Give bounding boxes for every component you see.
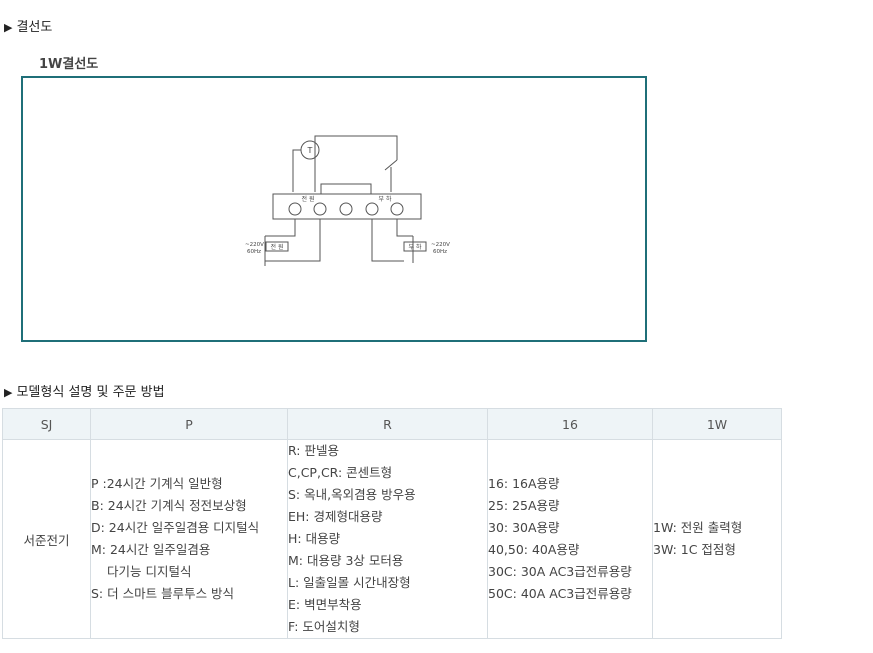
voltage-left: ~220V	[245, 242, 264, 248]
list-item: 40,50: 40A용량	[488, 542, 580, 557]
list-item: S: 옥내,옥외겸용 방우용	[288, 487, 416, 502]
voltage-right: ~220V	[431, 242, 450, 248]
cell-install-list: R: 판넬용 C,CP,CR: 콘센트형 S: 옥내,옥외겸용 방우용 EH: …	[287, 439, 488, 639]
model-spec-table: SJ P R 16 1W 서준전기 P :24시간 기계식 일반형 B: 24시…	[2, 408, 782, 639]
list-item: S: 더 스마트 블루투스 방식	[91, 586, 235, 601]
list-item: B: 24시간 기계식 정전보상형	[91, 498, 247, 513]
cell-capacity-list: 16: 16A용량 25: 25A용량 30: 30A용량 40,50: 40A…	[487, 439, 653, 639]
switch-contact	[384, 159, 398, 171]
table-row: 서준전기 P :24시간 기계식 일반형 B: 24시간 기계식 정전보상형 D…	[2, 439, 782, 639]
load-box	[403, 241, 427, 252]
wiring-diagram-svg: T 전 원 부 하 전 원 부 하 ~220V 60Hz ~220V 60Hz	[245, 135, 450, 266]
header-p: P	[90, 408, 288, 440]
section-title: 결선도	[16, 20, 53, 35]
cell-type-list: P :24시간 기계식 일반형 B: 24시간 기계식 정전보상형 D: 24시…	[90, 439, 288, 639]
list-item: 3W: 1C 접점형	[653, 542, 736, 557]
section-heading-wiring: ▶결선도	[4, 16, 52, 35]
table-header-row: SJ P R 16 1W	[2, 408, 782, 440]
timer-label: T	[307, 146, 313, 155]
power-terminal-label: 전 원	[302, 195, 315, 203]
power-box-label: 전 원	[271, 243, 284, 251]
load-box-label: 부 하	[409, 243, 422, 251]
diagram-subtitle: 1W결선도	[39, 57, 99, 72]
freq-left: 60Hz	[247, 249, 261, 255]
cell-output-list: 1W: 전원 출력형 3W: 1C 접점형	[652, 439, 782, 639]
power-box	[265, 241, 289, 252]
header-sj: SJ	[2, 408, 91, 440]
header-16: 16	[487, 408, 653, 440]
freq-right: 60Hz	[433, 249, 447, 255]
section-heading-model: ▶모델형식 설명 및 주문 방법	[4, 381, 165, 400]
list-item: C,CP,CR: 콘센트형	[288, 465, 393, 480]
list-item: M: 대용량 3상 모터용	[288, 553, 404, 568]
list-item: 25: 25A용량	[488, 498, 560, 513]
list-item: EH: 경제형대용량	[288, 509, 383, 524]
list-item: H: 대용량	[288, 531, 341, 546]
center-bridge	[320, 183, 372, 195]
list-item: D: 24시간 일주일겸용 디지털식	[91, 520, 260, 535]
list-item: P :24시간 기계식 일반형	[91, 476, 223, 491]
list-item: L: 일출일몰 시간내장형	[288, 575, 411, 590]
list-item: 30C: 30A AC3급전류용량	[488, 564, 632, 579]
list-item: 1W: 전원 출력형	[653, 520, 743, 535]
list-item: 50C: 40A AC3급전류용량	[488, 586, 632, 601]
triangle-right-icon: ▶	[4, 386, 13, 399]
list-item: 30: 30A용량	[488, 520, 560, 535]
list-item: M: 24시간 일주일겸용	[91, 542, 211, 557]
list-item: 다기능 디지털식	[107, 564, 192, 579]
header-r: R	[287, 408, 488, 440]
cell-manufacturer: 서준전기	[2, 439, 91, 639]
list-item: F: 도어설치형	[288, 619, 360, 634]
triangle-right-icon: ▶	[4, 21, 13, 34]
load-terminal-label: 부 하	[379, 195, 392, 203]
list-item: 16: 16A용량	[488, 476, 560, 491]
section-title: 모델형식 설명 및 주문 방법	[16, 385, 165, 400]
header-1w: 1W	[652, 408, 782, 440]
list-item: E: 벽면부착용	[288, 597, 362, 612]
list-item: R: 판넬용	[288, 443, 339, 458]
wiring-diagram: T 전 원 부 하 전 원 부 하 ~220V 60Hz ~220V 60Hz	[21, 76, 647, 342]
